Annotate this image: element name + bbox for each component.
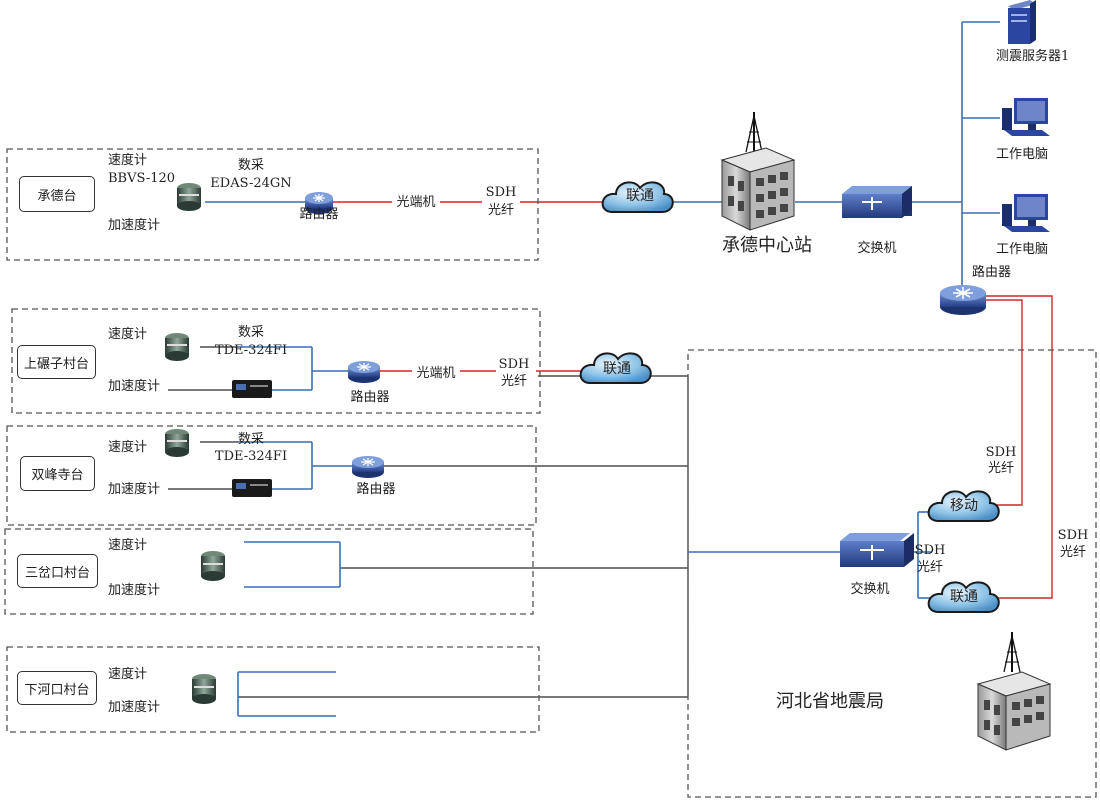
daq-device-icon (232, 380, 272, 398)
router-label: 路由器 (350, 390, 390, 405)
sdh-label: SDH (1057, 528, 1089, 543)
server-icon (1008, 0, 1036, 44)
fiber-label: 光纤 (487, 203, 515, 218)
router-icon (940, 285, 986, 315)
server-label: 测震服务器1 (996, 49, 1070, 64)
fiber-label: 光纤 (500, 374, 528, 389)
fiber-label: 光纤 (1059, 545, 1087, 560)
workstation-label: 工作电脑 (996, 147, 1049, 162)
velocity-label: 速度计 (108, 153, 148, 168)
red-links (332, 201, 1053, 599)
station-box-shuangfeng (6, 425, 537, 526)
velocity-label: 速度计 (108, 327, 148, 342)
seismometer-icon (192, 674, 216, 704)
blue-links (205, 21, 1000, 717)
velocity-label: 速度计 (108, 667, 148, 682)
center-station-label: 承德中心站 (722, 235, 812, 256)
cloud-icon (927, 581, 1000, 613)
cloud-icon (579, 352, 652, 384)
seismometer-icon (201, 551, 225, 581)
fiber-label: 光纤 (916, 560, 944, 575)
accel-label: 加速度计 (108, 700, 161, 715)
sdh-label: SDH (485, 185, 517, 200)
station-box-sancha (4, 528, 534, 615)
optical-terminal-label: 光端机 (416, 366, 456, 381)
bureau-box (687, 349, 1097, 798)
station-box-shangnian (11, 308, 541, 414)
router-icon (348, 361, 380, 383)
accel-label: 加速度计 (108, 583, 161, 598)
building-icon (976, 632, 1052, 751)
optical-terminal-label: 光端机 (396, 195, 436, 210)
seismometer-icon (165, 429, 189, 457)
daq-label: 数采 (237, 432, 265, 447)
cloud-icon (601, 181, 674, 213)
daq-model-label: TDE-324FI (214, 449, 288, 464)
cloud-unicom-label: 联通 (626, 188, 654, 204)
fiber-label: 光纤 (987, 461, 1015, 476)
daq-device-icon (232, 479, 272, 497)
station-name-shangnian: 上碾子村台 (17, 345, 96, 379)
seismometer-icon (177, 183, 201, 211)
router-label: 路由器 (356, 482, 396, 497)
router-label: 路由器 (299, 207, 339, 222)
cloud-mobile-label: 移动 (950, 498, 978, 514)
velocity-label: 速度计 (108, 440, 148, 455)
seismometer-icon (165, 333, 189, 361)
router-label: 路由器 (972, 265, 1012, 280)
cloud-icon (927, 490, 1000, 522)
daq-model-label: TDE-324FI (214, 343, 288, 358)
sdh-label: SDH (914, 543, 946, 558)
cloud-unicom-label: 联通 (603, 361, 631, 377)
station-box-chengde (6, 148, 539, 261)
computer-icon (1002, 194, 1050, 232)
switch-label: 交换机 (850, 582, 890, 597)
daq-model-label: EDAS-24GN (210, 176, 292, 191)
building-icon (720, 112, 796, 231)
velocity-label: 速度计 (108, 538, 148, 553)
station-name-chengde: 承德台 (19, 176, 95, 212)
accel-label: 加速度计 (108, 218, 161, 233)
accel-label: 加速度计 (108, 482, 161, 497)
daq-label: 数采 (237, 325, 265, 340)
station-name-sancha: 三岔口村台 (17, 554, 98, 588)
cloud-unicom-label: 联通 (950, 589, 978, 605)
switch-icon (840, 533, 914, 567)
station-name-xiahe: 下河口村台 (17, 671, 97, 705)
router-icon (352, 456, 384, 478)
accel-label: 加速度计 (108, 379, 161, 394)
station-name-shuangfeng: 双峰寺台 (20, 456, 95, 491)
daq-label: 数采 (237, 158, 265, 173)
sdh-label: SDH (498, 357, 530, 372)
switch-label: 交换机 (857, 241, 897, 256)
computer-icon (1002, 98, 1050, 136)
copper-links (168, 346, 689, 698)
velocity-model-label: BBVS-120 (108, 171, 176, 186)
sdh-label: SDH (985, 445, 1017, 460)
workstation-label: 工作电脑 (996, 242, 1049, 257)
bureau-label: 河北省地震局 (776, 691, 884, 712)
router-icon (305, 192, 333, 214)
station-box-xiahe (6, 646, 540, 733)
switch-icon (842, 186, 912, 218)
